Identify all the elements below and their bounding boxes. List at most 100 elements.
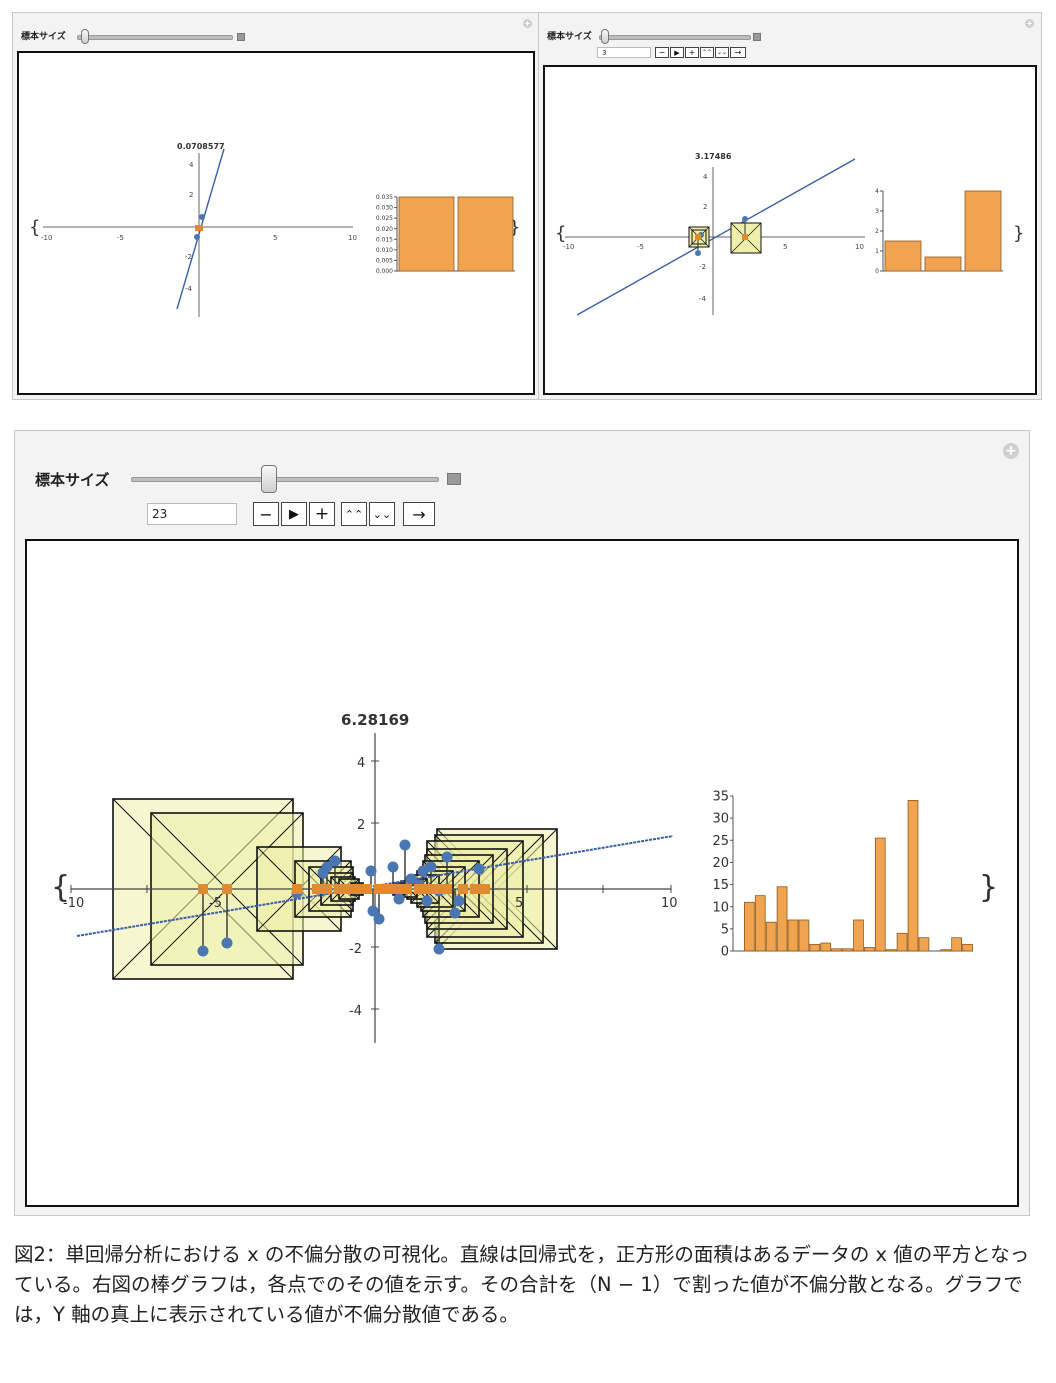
slower-button[interactable]: ⌄⌄ bbox=[715, 47, 729, 58]
bar-tick-label: 2 bbox=[875, 228, 879, 235]
y-tick: 4 bbox=[189, 161, 194, 169]
data-point bbox=[399, 839, 411, 851]
brace-right: } bbox=[979, 870, 998, 905]
bar-tick-label: 3 bbox=[875, 208, 879, 215]
decrement-button[interactable]: − bbox=[253, 502, 279, 526]
bar-tick-label: 15 bbox=[712, 878, 729, 893]
data-point bbox=[393, 893, 405, 905]
x-tick: 10 bbox=[661, 896, 678, 911]
mean-marker bbox=[322, 884, 332, 894]
y-tick: -2 bbox=[349, 942, 362, 957]
y-tick: -2 bbox=[185, 253, 192, 261]
square-marker bbox=[742, 234, 748, 240]
bar bbox=[884, 240, 922, 272]
top-left-plot-area: { } -10 -5 5 10 4 2 -2 -4 0.0708577 0.03… bbox=[17, 51, 535, 395]
bar-tick-label: 35 bbox=[712, 790, 729, 805]
direction-button[interactable]: → bbox=[403, 502, 435, 526]
data-point bbox=[194, 234, 200, 240]
top-left-graph: { } -10 -5 5 10 4 2 -2 -4 0.0708577 0.03… bbox=[29, 142, 520, 317]
x-tick: 5 bbox=[783, 243, 787, 251]
mean-marker bbox=[222, 884, 232, 894]
direction-button[interactable]: → bbox=[730, 47, 746, 58]
data-point bbox=[441, 851, 453, 863]
x-tick: 10 bbox=[855, 243, 864, 251]
data-point bbox=[405, 873, 417, 885]
slider-thumb[interactable] bbox=[81, 29, 89, 44]
slider-thumb[interactable] bbox=[601, 29, 609, 44]
y-tick: -4 bbox=[185, 285, 193, 293]
y-tick: 2 bbox=[357, 818, 365, 833]
plus-circle-icon[interactable]: + bbox=[1003, 443, 1019, 459]
mean-marker bbox=[382, 884, 392, 894]
square-marker bbox=[695, 234, 701, 240]
mean-marker bbox=[470, 884, 480, 894]
mean-marker bbox=[392, 884, 402, 894]
mean-marker bbox=[432, 884, 442, 894]
data-point bbox=[197, 945, 209, 957]
mean-marker bbox=[422, 884, 432, 894]
bar bbox=[842, 948, 853, 952]
bar-tick-label: 0.035 bbox=[376, 194, 393, 201]
play-button[interactable]: ▶ bbox=[670, 47, 684, 58]
y-tick: 4 bbox=[357, 756, 365, 771]
bar-tick-label: 1 bbox=[875, 248, 879, 255]
sample-size-slider[interactable] bbox=[131, 477, 439, 482]
x-tick: 5 bbox=[515, 896, 523, 911]
slider-options-button[interactable] bbox=[237, 33, 245, 41]
bar bbox=[853, 919, 864, 952]
mean-marker bbox=[342, 884, 352, 894]
top-right-graph: { } -10 -5 5 10 4 2 -2 -4 3.17486 bbox=[555, 152, 1024, 316]
bar bbox=[874, 837, 886, 952]
x-tick: 5 bbox=[273, 234, 277, 242]
mean-marker bbox=[198, 884, 208, 894]
sample-size-input[interactable]: 3 bbox=[597, 47, 651, 58]
mean-marker bbox=[312, 884, 322, 894]
data-point bbox=[367, 905, 379, 917]
slider-options-button[interactable] bbox=[753, 33, 761, 41]
mean-marker bbox=[458, 884, 468, 894]
bar bbox=[787, 919, 799, 952]
x-tick: -10 bbox=[41, 234, 52, 242]
increment-button[interactable]: + bbox=[685, 47, 699, 58]
sample-size-label: 標本サイズ bbox=[35, 471, 110, 489]
x-tick: -10 bbox=[63, 896, 84, 911]
sample-size-slider[interactable] bbox=[77, 35, 233, 40]
plus-circle-icon[interactable]: + bbox=[523, 19, 532, 28]
y-tick: 2 bbox=[703, 203, 707, 211]
data-point bbox=[321, 861, 333, 873]
slower-button[interactable]: ⌄⌄ bbox=[369, 502, 395, 526]
data-point bbox=[387, 861, 399, 873]
faster-button[interactable]: ⌃⌃ bbox=[341, 502, 367, 526]
square-marker bbox=[195, 225, 203, 231]
sample-size-label: 標本サイズ bbox=[547, 32, 592, 42]
decrement-button[interactable]: − bbox=[655, 47, 669, 58]
brace-right: } bbox=[509, 217, 520, 238]
bar bbox=[754, 895, 766, 952]
bar-tick-label: 10 bbox=[712, 900, 729, 915]
data-point bbox=[449, 907, 461, 919]
faster-button[interactable]: ⌃⌃ bbox=[700, 47, 714, 58]
increment-button[interactable]: + bbox=[309, 502, 335, 526]
top-right-manipulate-panel: 標本サイズ + 3 − ▶ + ⌃⌃ ⌄⌄ → { } -10 -5 5 10 … bbox=[538, 12, 1042, 400]
play-button[interactable]: ▶ bbox=[281, 502, 307, 526]
main-graph: { } -10 -5 5 10 4 2 -2 -4 6.28169 353025… bbox=[51, 711, 998, 1043]
plus-circle-icon[interactable]: + bbox=[1025, 19, 1034, 28]
bar bbox=[885, 949, 897, 952]
brace-left: { bbox=[51, 870, 70, 905]
sample-size-slider[interactable] bbox=[599, 35, 751, 40]
x-tick: 10 bbox=[348, 234, 357, 242]
variance-value-label: 3.17486 bbox=[695, 152, 732, 161]
bar bbox=[864, 947, 875, 952]
mean-marker bbox=[374, 884, 384, 894]
bar-tick-label: 0.025 bbox=[376, 215, 393, 222]
sample-size-input[interactable]: 23 bbox=[147, 503, 237, 525]
y-tick: 2 bbox=[189, 191, 193, 199]
bar bbox=[765, 921, 777, 952]
bar-tick-label: 30 bbox=[712, 812, 729, 827]
top-right-plot-area: { } -10 -5 5 10 4 2 -2 -4 3.17486 bbox=[543, 65, 1037, 395]
bar bbox=[744, 901, 755, 952]
slider-options-button[interactable] bbox=[447, 473, 461, 485]
slider-thumb[interactable] bbox=[261, 465, 277, 493]
data-point bbox=[365, 865, 377, 877]
bar bbox=[962, 943, 973, 952]
